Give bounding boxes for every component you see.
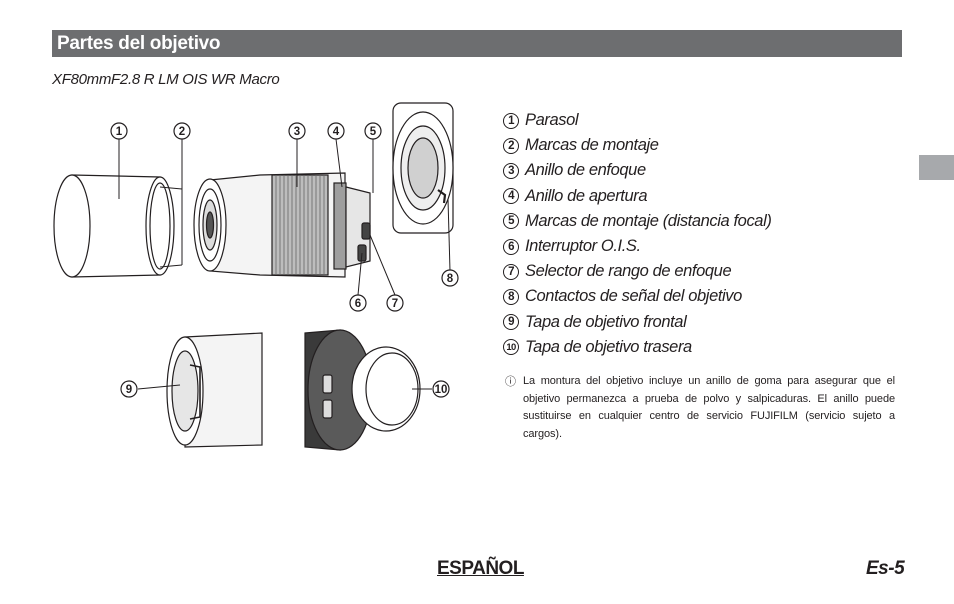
rear-cap-drawing xyxy=(304,329,421,451)
callout-1: 1 xyxy=(116,126,123,138)
callout-10: 10 xyxy=(435,384,448,396)
parts-list: 1 Parasol 2 Marcas de montaje 3 Anillo de e… xyxy=(503,108,772,360)
part-number: 4 xyxy=(503,188,519,205)
list-item: 1 Parasol xyxy=(503,108,771,133)
part-label: Marcas de montaje (distancia focal) xyxy=(525,211,772,230)
page-number: Es-5 xyxy=(866,558,905,579)
part-number: 2 xyxy=(503,137,519,154)
part-label: Tapa de objetivo trasera xyxy=(525,337,692,356)
list-item: 5 Marcas de montaje (distancia focal) xyxy=(503,209,772,234)
callout-5: 5 xyxy=(370,126,377,138)
part-label: Contactos de señal del objetivo xyxy=(525,287,742,306)
part-number: 1 xyxy=(503,112,519,129)
front-cap-drawing xyxy=(166,332,263,448)
list-item: 4 Anillo de apertura xyxy=(503,184,771,209)
part-number: 3 xyxy=(503,162,519,179)
part-label: Parasol xyxy=(525,111,579,130)
part-label: Anillo de apertura xyxy=(525,186,648,205)
callout-2: 2 xyxy=(179,126,185,138)
part-number: 5 xyxy=(503,213,519,230)
caution-icon: ⓘ xyxy=(505,376,516,388)
part-number: 6 xyxy=(503,238,519,255)
callout-9: 9 xyxy=(126,384,132,396)
section-title-bar: Partes del objetivo xyxy=(52,30,902,57)
part-label: Selector de rango de enfoque xyxy=(525,262,732,281)
lens-rear-view-drawing xyxy=(392,102,454,234)
section-title: Partes del objetivo xyxy=(57,33,221,54)
part-number: 7 xyxy=(503,263,519,280)
callout-7: 7 xyxy=(392,298,398,310)
callout-leader-lines xyxy=(118,138,451,390)
side-tab-marker xyxy=(919,155,954,180)
callout-circles xyxy=(110,122,459,398)
callout-numbers: 1 2 3 4 5 6 7 8 9 10 xyxy=(116,126,454,396)
list-item: 7 Selector de rango de enfoque xyxy=(503,259,771,284)
caution-note-text: La montura del objetivo incluye un anill… xyxy=(523,375,895,440)
part-label: Tapa de objetivo frontal xyxy=(525,312,687,331)
footer-language: ESPAÑOL xyxy=(437,558,524,579)
list-item: 9 Tapa de objetivo frontal xyxy=(503,310,771,335)
part-number: 10 xyxy=(503,339,519,356)
list-item: 8 Contactos de señal del objetivo xyxy=(503,284,771,309)
lens-parts-illustration: 1 2 3 4 5 6 7 8 9 10 xyxy=(53,102,459,451)
list-item: 10 Tapa de objetivo trasera xyxy=(503,335,771,360)
list-item: 2 Marcas de montaje xyxy=(503,133,771,158)
lens-hood-drawing xyxy=(53,174,175,278)
callout-8: 8 xyxy=(447,273,454,285)
part-label: Marcas de montaje xyxy=(525,136,659,155)
callout-3: 3 xyxy=(294,126,300,138)
list-item: 6 Interruptor O.I.S. xyxy=(503,234,771,259)
lens-model: XF80mmF2.8 R LM OIS WR Macro xyxy=(52,71,280,88)
caution-note: ⓘ La montura del objetivo incluye un ani… xyxy=(505,373,895,443)
list-item: 3 Anillo de enfoque xyxy=(503,158,771,183)
part-number: 8 xyxy=(503,288,519,305)
part-label: Anillo de enfoque xyxy=(525,161,646,180)
lens-barrel-drawing xyxy=(193,172,371,278)
part-number: 9 xyxy=(503,314,519,331)
part-label: Interruptor O.I.S. xyxy=(525,237,641,256)
callout-4: 4 xyxy=(333,126,340,138)
callout-6: 6 xyxy=(355,298,361,310)
